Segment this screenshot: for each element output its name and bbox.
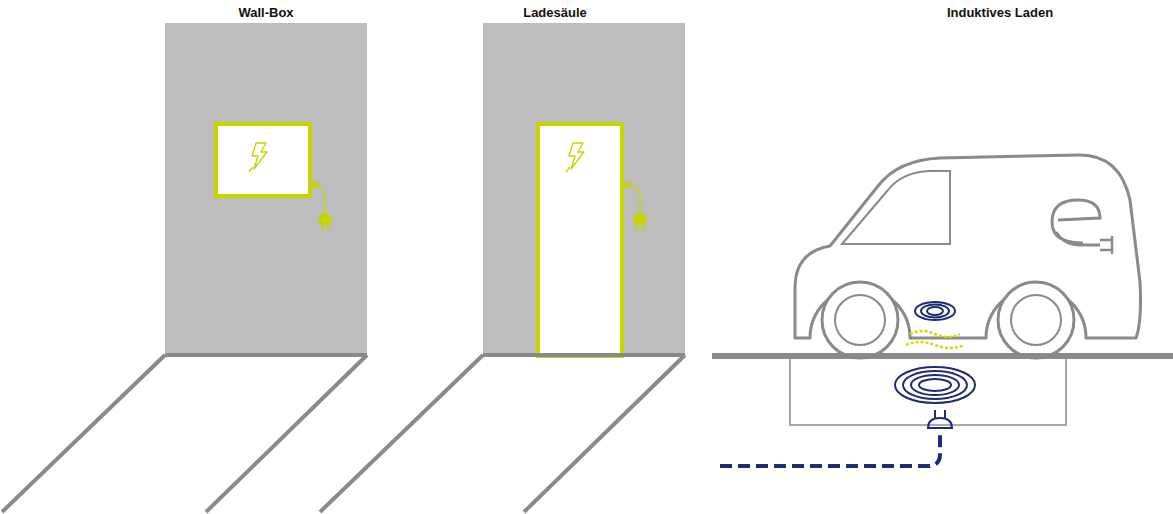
wall-box	[216, 124, 310, 196]
transmitter-coil	[895, 367, 975, 403]
e-logo-plug	[1100, 236, 1112, 254]
charging-cable	[624, 185, 640, 213]
parking-lines	[320, 355, 685, 512]
wall	[483, 23, 685, 355]
wheel-rim	[835, 295, 885, 345]
lightning-symbol	[249, 143, 267, 172]
cable-socket	[625, 182, 631, 188]
car-wheel	[998, 282, 1074, 358]
car-window	[842, 171, 950, 244]
section-heading: Induktives Laden	[947, 5, 1053, 20]
e-logo	[1052, 200, 1100, 245]
ground-line	[712, 353, 1173, 359]
energy-waves	[906, 331, 964, 348]
cable-socket	[313, 182, 319, 188]
section-heading: Wall-Box	[238, 5, 293, 20]
wall	[165, 23, 367, 355]
plug-symbol	[318, 213, 332, 230]
charging-cable	[312, 185, 325, 213]
ground-pad	[790, 357, 1066, 425]
lightning-symbol	[566, 143, 584, 172]
power-cable	[720, 430, 940, 466]
wheel-rim	[1011, 295, 1061, 345]
receiver-coil	[915, 302, 955, 320]
plug-symbol	[928, 410, 952, 428]
section-heading: Ladesäule	[523, 5, 587, 20]
plug-symbol	[633, 213, 647, 230]
charging-column	[538, 124, 622, 356]
car-wheel	[822, 282, 898, 358]
parking-lines	[2, 355, 367, 512]
